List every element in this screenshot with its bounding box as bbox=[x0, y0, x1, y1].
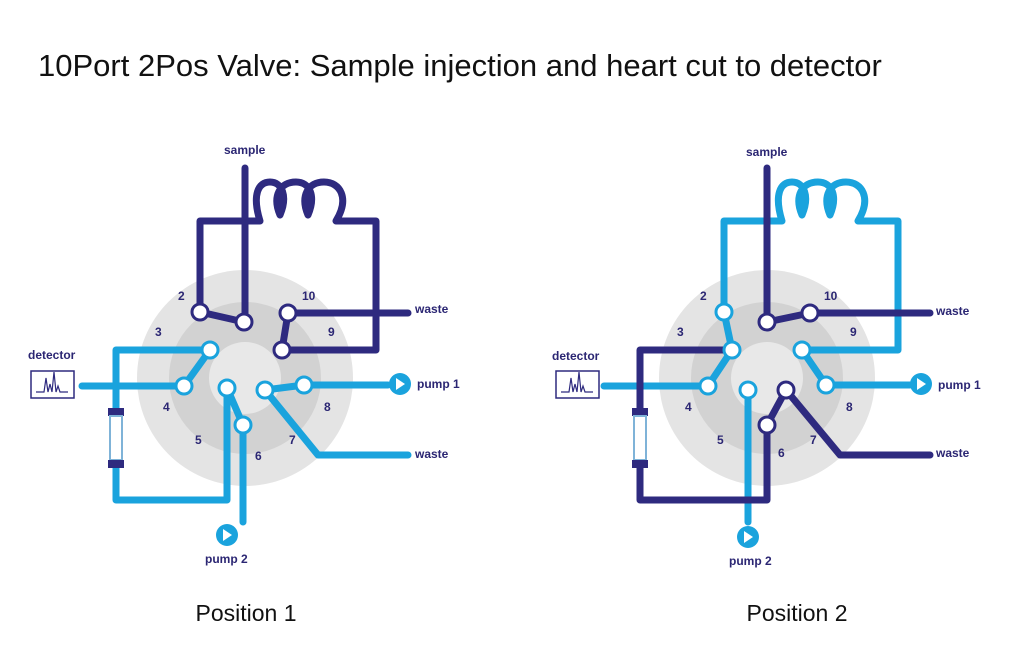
port-number-2: 2 bbox=[700, 289, 707, 303]
port-number-3: 3 bbox=[677, 325, 684, 339]
column-icon bbox=[108, 408, 124, 468]
port-number-2: 2 bbox=[178, 289, 185, 303]
port-7 bbox=[776, 380, 796, 400]
pump1-play-icon bbox=[910, 373, 932, 395]
valve-panel-position-1: sample detector waste waste pump 1 pump … bbox=[28, 143, 460, 566]
valve-disk-center bbox=[731, 342, 803, 414]
sample-label: sample bbox=[224, 143, 266, 157]
port-number-4: 4 bbox=[163, 400, 170, 414]
pump2-play-icon bbox=[737, 526, 759, 548]
port-3 bbox=[200, 340, 220, 360]
port-2 bbox=[714, 302, 734, 322]
pump2-play-icon bbox=[216, 524, 238, 546]
waste-top-label: waste bbox=[414, 302, 449, 316]
port-4 bbox=[174, 376, 194, 396]
valve-disk-center bbox=[209, 342, 281, 414]
port-number-4: 4 bbox=[685, 400, 692, 414]
caption-position-1: Position 1 bbox=[195, 600, 297, 626]
pump1-label: pump 1 bbox=[938, 378, 981, 392]
pump1-play-icon bbox=[389, 373, 411, 395]
port-number-6: 6 bbox=[778, 446, 785, 460]
pump1-label: pump 1 bbox=[417, 377, 460, 391]
sample-label: sample bbox=[746, 145, 788, 159]
valve-panel-position-2: sample detector waste waste pump 1 pump … bbox=[552, 145, 981, 568]
port-number-5: 5 bbox=[195, 433, 202, 447]
pump2-label: pump 2 bbox=[205, 552, 248, 566]
detector-icon bbox=[30, 370, 75, 399]
port-number-7: 7 bbox=[810, 433, 817, 447]
port-7 bbox=[255, 380, 275, 400]
port-4 bbox=[698, 376, 718, 396]
waste-bottom-label: waste bbox=[414, 447, 449, 461]
mobile-phase-flow-path bbox=[78, 346, 412, 526]
peaks-icon bbox=[561, 371, 593, 393]
detector-label: detector bbox=[28, 348, 76, 362]
port-number-9: 9 bbox=[328, 325, 335, 339]
port-number-10: 10 bbox=[302, 289, 316, 303]
port-circles bbox=[174, 302, 314, 435]
port-number-9: 9 bbox=[850, 325, 857, 339]
port-number-7: 7 bbox=[289, 433, 296, 447]
port-10 bbox=[800, 303, 820, 323]
port-circles bbox=[698, 302, 836, 435]
waste-top-label: waste bbox=[935, 304, 970, 318]
port-5 bbox=[738, 380, 758, 400]
port-number-10: 10 bbox=[824, 289, 838, 303]
port-10 bbox=[278, 303, 298, 323]
port-8 bbox=[294, 375, 314, 395]
port-number-3: 3 bbox=[155, 325, 162, 339]
port-5 bbox=[217, 378, 237, 398]
port-number-8: 8 bbox=[846, 400, 853, 414]
detector-label: detector bbox=[552, 349, 600, 363]
port-2 bbox=[190, 302, 210, 322]
port-6 bbox=[233, 415, 253, 435]
port-3 bbox=[722, 340, 742, 360]
caption-position-2: Position 2 bbox=[746, 600, 848, 626]
port-8 bbox=[816, 375, 836, 395]
page-title: 10Port 2Pos Valve: Sample injection and … bbox=[38, 48, 882, 83]
port-9 bbox=[272, 340, 292, 360]
detector-icon bbox=[555, 370, 600, 399]
pump2-label: pump 2 bbox=[729, 554, 772, 568]
port-6 bbox=[757, 415, 777, 435]
port-number-8: 8 bbox=[324, 400, 331, 414]
port-9 bbox=[792, 340, 812, 360]
peaks-icon bbox=[36, 371, 68, 393]
port-number-6: 6 bbox=[255, 449, 262, 463]
port-1 bbox=[234, 312, 254, 332]
waste-bottom-label: waste bbox=[935, 446, 970, 460]
column-icon bbox=[632, 408, 648, 468]
port-number-5: 5 bbox=[717, 433, 724, 447]
port-1 bbox=[757, 312, 777, 332]
